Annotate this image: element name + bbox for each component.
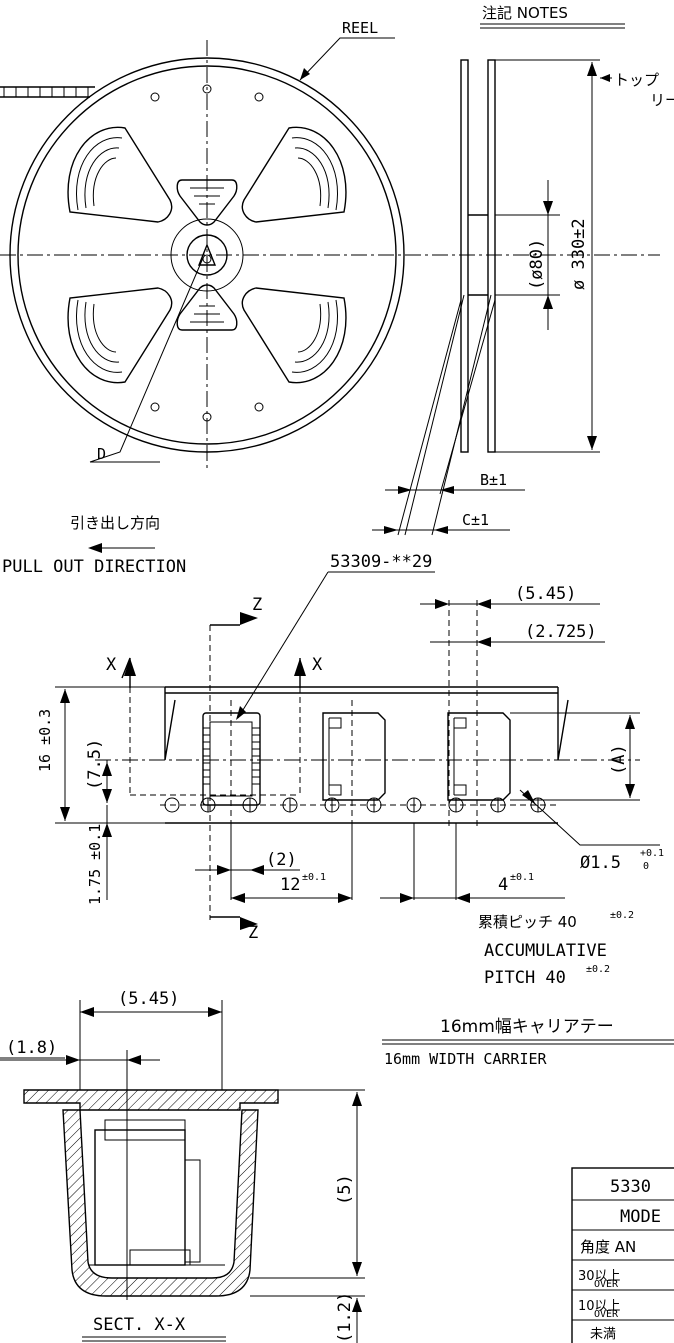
tape-lead: [0, 86, 95, 98]
accum-en-1: ACCUMULATIVE: [484, 941, 607, 961]
pull-jp: 引き出し方向: [70, 514, 160, 532]
pull-en: PULL OUT DIRECTION: [2, 557, 186, 577]
table-row-10: 10以上: [578, 1299, 621, 1314]
section-x-left: X: [106, 655, 117, 675]
spec-table: 5330 MODE 角度 AN 30以上 OVER 10以上 OVER 未満: [571, 1167, 674, 1343]
reel-label: REEL: [342, 19, 378, 37]
hole-dia: Ø1.5: [580, 853, 621, 873]
hub-label: D: [97, 445, 106, 463]
tape-dim-175: 1.75 ±0.1: [86, 824, 104, 905]
table-model: MODE: [620, 1207, 661, 1227]
carrier-tape: 53309-**29: [36, 552, 674, 1068]
notes: 注記 NOTES トップ リー: [480, 4, 674, 109]
section-z-top: Z: [252, 595, 262, 615]
tape-dim-4-tol: ±0.1: [510, 872, 534, 883]
reel-dia-hub: (ø80): [527, 239, 547, 290]
reel-width-c: C±1: [462, 511, 489, 529]
section-x-right: X: [312, 655, 323, 675]
notes-text-1: トップ: [614, 71, 659, 89]
notes-text-2: リー: [650, 91, 674, 109]
table-row-10-over: OVER: [594, 1309, 619, 1320]
reel-front-view: REEL D: [0, 19, 660, 470]
tape-dim-2: (2): [266, 850, 297, 870]
tape-dim-12-tol: ±0.1: [302, 872, 326, 883]
tape-dim-a: (A): [609, 744, 629, 775]
tape-dim-4: 4: [498, 875, 508, 895]
sect-dim-18: (1.8): [6, 1038, 57, 1058]
reel-width-b: B±1: [480, 471, 507, 489]
hole-tol-plus: +0.1: [640, 848, 664, 859]
table-angle: 角度 AN: [580, 1238, 636, 1256]
sect-dim-545: (5.45): [118, 989, 179, 1009]
accum-en-tol: ±0.2: [586, 964, 610, 975]
table-row-30: 30以上: [578, 1269, 621, 1284]
table-row-lt10: 未満: [590, 1327, 616, 1342]
tape-dim-12: 12: [280, 875, 300, 895]
tape-dim-75: (7.5): [85, 739, 105, 790]
carrier-jp: 16mm幅キャリアテー: [440, 1017, 614, 1037]
reel-side-view: ø 330±2 (ø80) B±1 C±1: [372, 59, 600, 536]
hole-tol-minus: 0: [643, 861, 649, 872]
reel-windows: [67, 126, 347, 384]
sect-dim-12: (1.2): [335, 1292, 355, 1343]
notes-title: 注記 NOTES: [482, 4, 568, 22]
carrier-en: 16mm WIDTH CARRIER: [384, 1050, 548, 1068]
pocket-empty-1: [322, 700, 386, 830]
tape-dim-16: 16 ±0.3: [36, 709, 54, 772]
sect-dim-5: (5): [335, 1174, 355, 1205]
tape-dim-545: (5.45): [515, 584, 576, 604]
part-number: 53309-**29: [330, 552, 432, 572]
reel-dia-outer: ø 330±2: [569, 218, 589, 290]
pocket-empty-2: [447, 600, 511, 830]
section-z-bottom: Z: [248, 923, 258, 943]
section-x-x: (5.45) (1.8) (5) (1.2) SECT. X-X: [0, 989, 365, 1343]
accum-jp: 累積ピッチ 40: [478, 913, 577, 931]
section-title: SECT. X-X: [93, 1315, 186, 1335]
table-header: 5330: [610, 1177, 651, 1197]
table-row-30-over: OVER: [594, 1279, 619, 1290]
accum-jp-tol: ±0.2: [610, 910, 634, 921]
tape-dim-2725: (2.725): [525, 622, 597, 642]
pull-out-direction: 引き出し方向 PULL OUT DIRECTION: [2, 514, 186, 577]
accum-en-2: PITCH 40: [484, 968, 566, 988]
